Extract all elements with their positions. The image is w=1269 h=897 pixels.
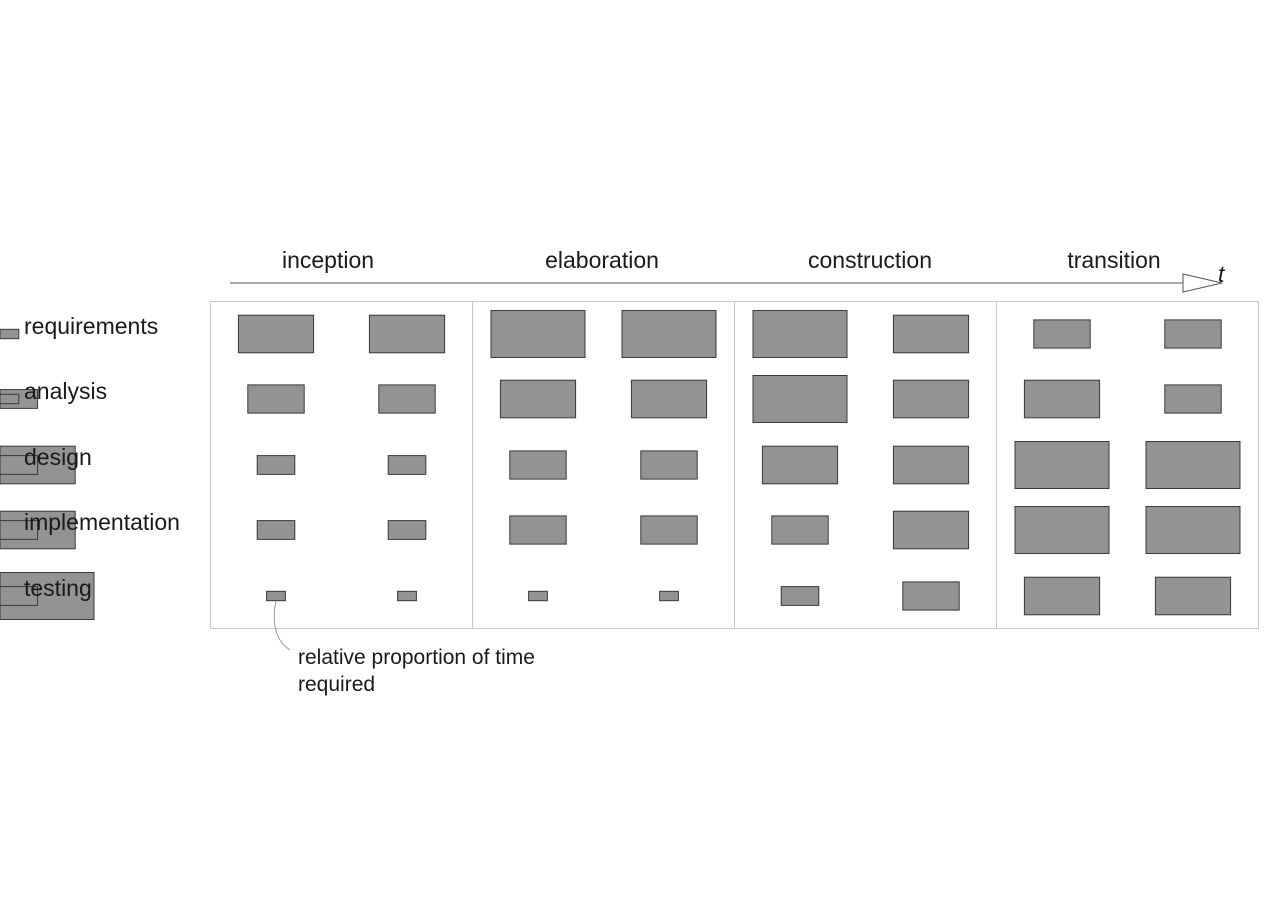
proportion-box-testing-construction-2	[902, 581, 960, 611]
proportion-box-requirements-construction-2	[892, 314, 970, 354]
proportion-box-analysis-transition-2	[1164, 384, 1222, 414]
proportion-box-requirements-inception-2	[368, 314, 446, 354]
proportion-box-design-undefined-2	[0, 455, 39, 475]
proportion-box-requirements-undefined-1	[0, 328, 20, 340]
proportion-box-testing-elaboration-2	[659, 590, 679, 602]
phase-label-transition: transition	[1067, 247, 1161, 273]
activity-label-requirements: requirements	[24, 313, 159, 339]
proportion-box-requirements-inception-1	[237, 314, 315, 354]
proportion-box-design-elaboration-2	[640, 450, 698, 480]
proportion-box-design-transition-1	[1014, 441, 1110, 489]
activity-label-analysis: analysis	[24, 378, 108, 404]
proportion-box-analysis-inception-1	[247, 384, 305, 414]
proportion-box-testing-construction-1	[780, 586, 820, 606]
proportion-box-design-inception-2	[387, 455, 427, 475]
proportion-box-testing-transition-2	[1154, 576, 1232, 616]
annotation-leader-line	[273, 600, 291, 651]
phase-label-construction: construction	[807, 247, 933, 273]
proportion-boxes	[0, 310, 1241, 620]
proportion-box-requirements-transition-2	[1164, 319, 1222, 349]
activity-label-design: design	[24, 444, 92, 470]
proportion-box-analysis-elaboration-1	[499, 379, 577, 419]
time-axis-arrowhead	[1182, 273, 1223, 293]
activity-label-implementation: implementation	[24, 509, 180, 535]
proportion-box-analysis-construction-1	[752, 375, 848, 423]
proportion-box-design-elaboration-1	[509, 450, 567, 480]
proportion-box-testing-elaboration-1	[528, 590, 548, 602]
proportion-box-analysis-elaboration-2	[630, 379, 708, 419]
proportion-box-requirements-transition-1	[1033, 319, 1091, 349]
proportion-box-implementation-construction-2	[892, 510, 970, 550]
proportion-box-implementation-elaboration-2	[640, 515, 698, 545]
proportion-box-design-transition-2	[1145, 441, 1241, 489]
proportion-box-implementation-transition-2	[1145, 506, 1241, 554]
proportion-box-design-construction-2	[892, 445, 970, 485]
proportion-box-requirements-elaboration-1	[490, 310, 586, 358]
proportion-box-analysis-transition-1	[1023, 379, 1101, 419]
proportion-box-implementation-elaboration-1	[509, 515, 567, 545]
annotation-text: relative proportion of time required	[298, 646, 535, 696]
phase-label-elaboration: elaboration	[545, 247, 659, 273]
activity-label-testing: testing	[24, 575, 92, 601]
phase-label-inception: inception	[281, 247, 375, 273]
proportion-box-analysis-inception-2	[378, 384, 436, 414]
proportion-box-design-inception-1	[256, 455, 296, 475]
proportion-box-testing-inception-1	[266, 590, 286, 602]
proportion-box-requirements-elaboration-2	[621, 310, 717, 358]
proportion-box-design-construction-1	[761, 445, 839, 485]
proportion-box-testing-inception-2	[397, 590, 417, 602]
proportion-box-implementation-construction-1	[771, 515, 829, 545]
proportion-box-implementation-undefined-2	[0, 520, 39, 540]
proportion-box-requirements-construction-1	[752, 310, 848, 358]
proportion-box-implementation-transition-1	[1014, 506, 1110, 554]
proportion-box-analysis-construction-2	[892, 379, 970, 419]
time-axis-label: t	[1218, 261, 1225, 287]
proportion-box-implementation-inception-2	[387, 520, 427, 540]
proportion-box-testing-transition-1	[1023, 576, 1101, 616]
proportion-box-analysis-undefined-2	[0, 393, 20, 405]
proportion-box-implementation-inception-1	[256, 520, 296, 540]
proportion-box-testing-undefined-2	[0, 586, 39, 606]
